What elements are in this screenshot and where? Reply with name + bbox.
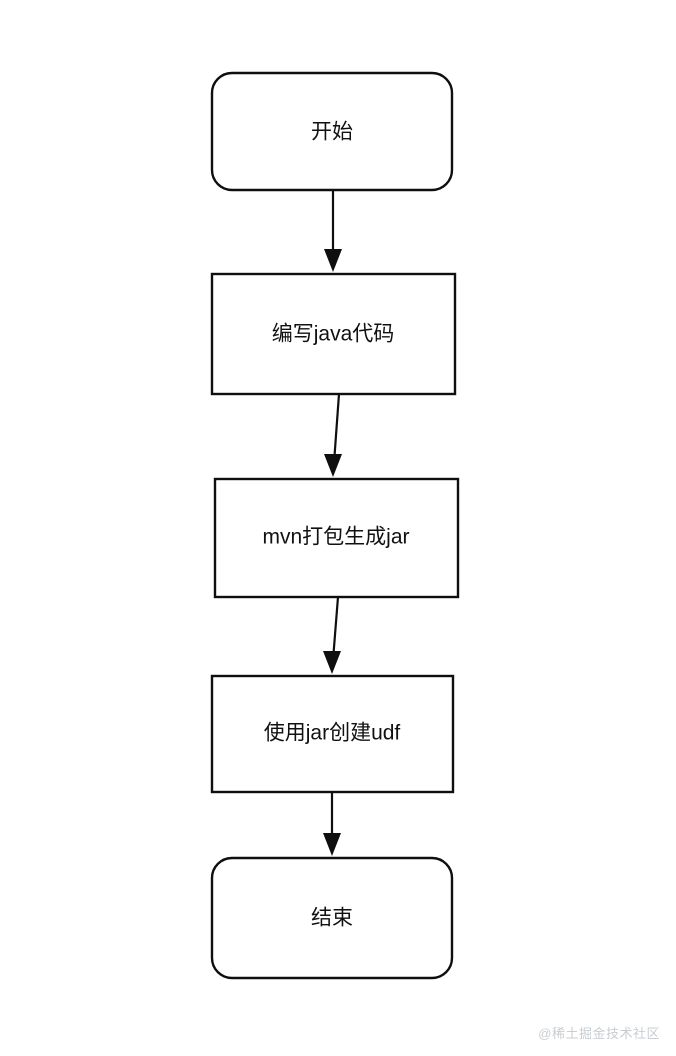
node-label-write-java-code: 编写java代码 xyxy=(272,323,395,346)
node-label-mvn-package-jar: mvn打包生成jar xyxy=(262,526,409,549)
flowchart-node-write-java-code[interactable]: 编写java代码 xyxy=(210,272,457,396)
node-label-end: 结束 xyxy=(311,907,353,930)
node-shape-rounded-rectangle xyxy=(210,71,454,192)
watermark: @稀土掘金技术社区 xyxy=(538,1026,660,1041)
arrow-head-icon xyxy=(323,833,341,856)
flowchart-node-create-udf-with-jar[interactable]: 使用jar创建udf xyxy=(210,674,455,794)
connector-line xyxy=(332,393,341,464)
arrow-head-icon xyxy=(323,651,341,674)
node-shape-rectangle xyxy=(210,674,455,794)
edge-start-to-write-java-code xyxy=(324,190,342,272)
edge-mvn-package-jar-to-create-udf xyxy=(323,596,341,674)
flowchart-node-end[interactable]: 结束 xyxy=(210,856,454,980)
node-shape-rectangle xyxy=(210,272,457,396)
connector-line xyxy=(331,596,340,661)
node-shape-rectangle xyxy=(213,477,460,599)
arrow-head-icon xyxy=(324,454,342,477)
edge-write-java-code-to-mvn-package-jar xyxy=(324,393,342,477)
node-label-create-udf-with-jar: 使用jar创建udf xyxy=(264,722,401,745)
node-label-start: 开始 xyxy=(311,121,353,144)
node-shape-rounded-rectangle xyxy=(210,856,454,980)
edge-create-udf-to-end xyxy=(323,792,341,856)
flowchart-node-mvn-package-jar[interactable]: mvn打包生成jar xyxy=(213,477,460,599)
flowchart-node-start[interactable]: 开始 xyxy=(210,71,454,192)
arrow-head-icon xyxy=(324,249,342,272)
